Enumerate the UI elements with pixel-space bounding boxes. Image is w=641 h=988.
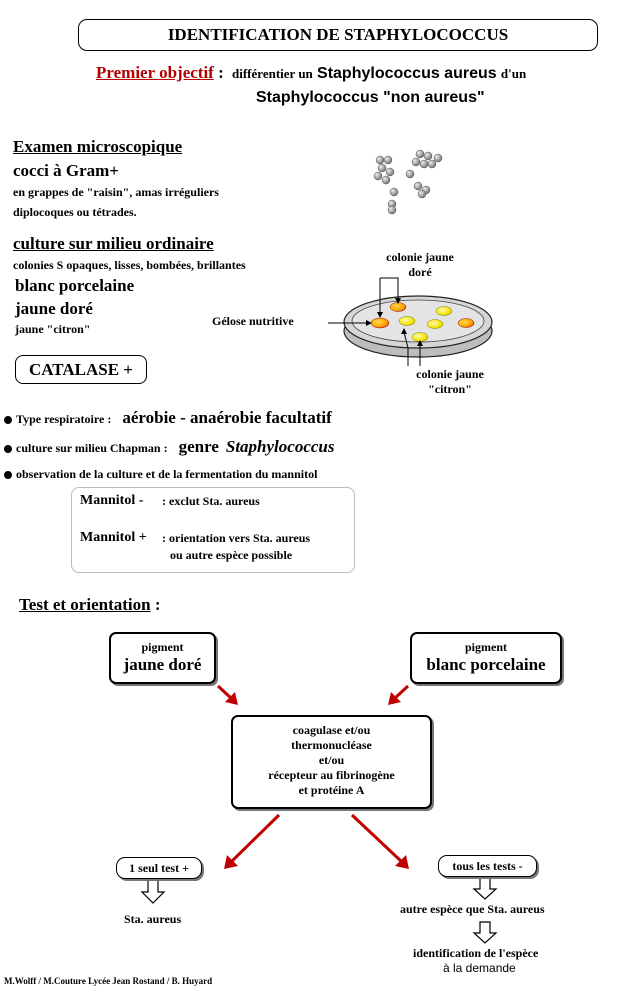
petri-label-top-line-1: colonie jaune [386,250,454,264]
pigment-gold-big: jaune doré [123,655,202,674]
bullet-dot-icon [4,445,12,454]
objective-text-2: d'un [500,66,527,81]
bullet-dot-icon [4,471,12,480]
catalase-box: CATALASE + [15,355,147,384]
mannitol-pos-text-1: : orientation vers Sta. aureus [162,531,311,545]
culture-white: blanc porcelaine [15,276,135,295]
petri-label-bottom: colonie jaune "citron" [400,367,500,397]
objective-label: Premier objectif [96,63,214,82]
arrow-center-to-all [350,813,404,864]
objective-species-2: Staphylococcus "non aureus" [256,89,485,106]
all-tests-box: tous les tests - [438,855,537,877]
arrow-center-to-one [229,813,281,864]
final-identification: identification de l'espèce [413,946,539,960]
objective-species-1: Staphylococcus aureus [317,65,497,82]
test-heading-colon: : [154,595,161,614]
bullet-chapman-value: genre [178,437,219,456]
culture-heading: culture sur milieu ordinaire [13,234,214,253]
objective-line-1: Premier objectif : différentier un Staph… [96,63,526,83]
bullet-respiratory-label: Type respiratoire : [16,412,112,426]
bullet-respiratory-value: aérobie - anaérobie facultatif [122,408,332,427]
culture-line-1: colonies S opaques, lisses, bombées, bri… [13,258,246,272]
mannitol-neg-text: : exclut Sta. aureus [162,494,260,508]
petri-label-top: colonie jaune doré [373,250,467,280]
center-line-1: coagulase et/ou [292,723,371,737]
mannitol-pos-label: Mannitol + [80,530,147,545]
down-arrow-icon [472,921,498,944]
bullet-chapman-label: culture sur milieu Chapman : [16,441,168,455]
arrow-white-to-center [392,684,410,701]
center-line-3: et/ou [318,753,345,767]
microscopy-heading: Examen microscopique [13,137,183,156]
microscopy-gram: cocci à Gram+ [13,161,119,180]
mannitol-pos-text-2: ou autre espèce possible [170,548,293,562]
pigment-gold-box: pigment jaune doré [109,632,216,684]
objective-text-1: différentier un [232,66,313,81]
culture-lemon: jaune "citron" [15,322,91,336]
petri-label-bottom-line-1: colonie jaune [416,367,484,381]
bullet-respiratory: Type respiratoire : aérobie - anaérobie … [4,408,332,428]
down-arrow-icon [472,877,498,900]
bullet-mannitol-label: observation de la culture et de la ferme… [16,467,318,481]
pigment-white-box: pigment blanc porcelaine [410,632,562,684]
bullet-dot-icon [4,416,12,425]
bullet-chapman: culture sur milieu Chapman : genre Staph… [4,437,334,457]
objective-colon: : [218,63,224,82]
pigment-white-big: blanc porcelaine [426,655,546,674]
microscopy-line-1: en grappes de "raisin", amas irréguliers [13,185,219,199]
credits: M.Wolff / M.Couture Lycée Jean Rostand /… [4,976,213,986]
pigment-gold-small: pigment [141,640,184,654]
center-line-4: récepteur au fibrinogène [268,768,395,782]
petri-dish-illustration [328,277,493,366]
down-arrow-icon [140,879,166,904]
test-heading-label: Test et orientation [19,595,151,614]
center-tests-box: coagulase et/ou thermonucléase et/ou réc… [231,715,432,809]
final-on-demand: à la demande [443,961,516,975]
result-other-species: autre espèce que Sta. aureus [400,902,545,916]
bullet-mannitol: observation de la culture et de la ferme… [4,467,317,482]
culture-gold: jaune doré [15,299,93,318]
mannitol-box [71,487,355,573]
petri-medium-label: Gélose nutritive [212,314,294,328]
one-test-box: 1 seul test + [116,857,202,879]
result-aureus: Sta. aureus [124,912,182,926]
petri-label-top-line-2: doré [408,265,432,279]
test-heading: Test et orientation : [19,595,161,615]
pigment-white-small: pigment [465,640,507,654]
petri-label-bottom-line-2: "citron" [428,382,472,396]
mannitol-neg-label: Mannitol - [80,493,144,508]
microscopy-line-2: diplocoques ou tétrades. [13,205,137,219]
arrow-gold-to-center [216,684,234,701]
center-line-2: thermonucléase [291,738,372,752]
page-title: IDENTIFICATION DE STAPHYLOCOCCUS [78,19,598,51]
bullet-chapman-genus: Staphylococcus [225,437,335,456]
center-line-5: et protéine A [298,783,365,797]
cocci-clusters-illustration [373,149,443,215]
